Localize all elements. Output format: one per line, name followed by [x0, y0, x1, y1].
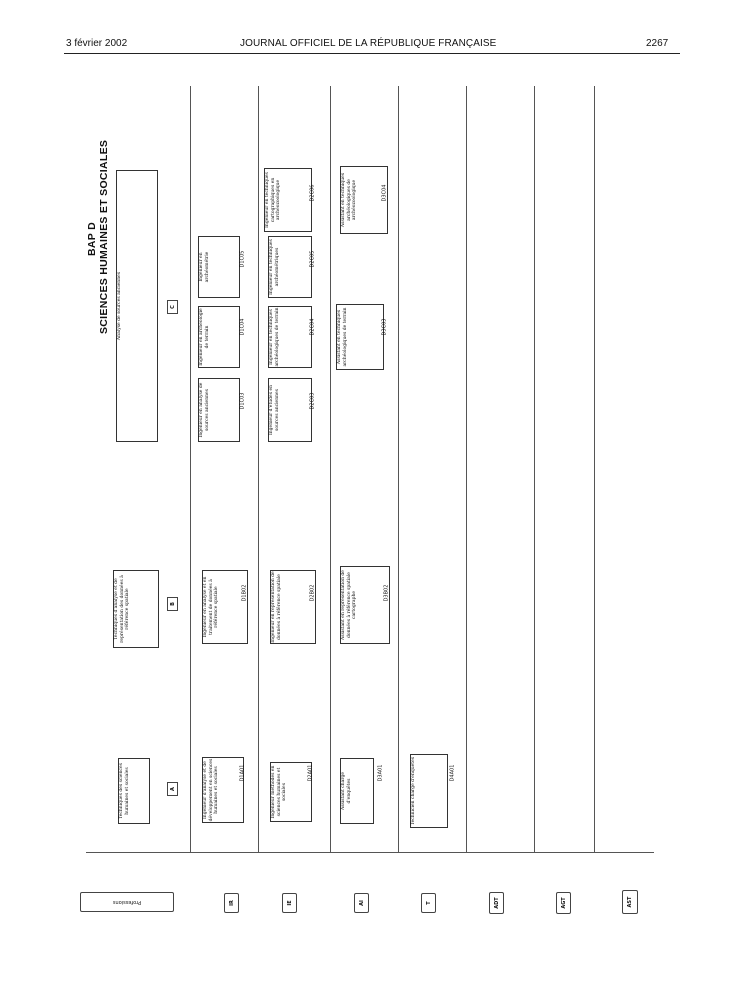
- job-box: Assistant en représentation de données à…: [340, 566, 390, 644]
- job-code: D4A01: [449, 764, 456, 782]
- bap-title-line2: SCIENCES HUMAINES ET SOCIALES: [98, 139, 110, 334]
- grid-line: [258, 86, 259, 852]
- corps-label-ie: IE: [286, 900, 293, 906]
- grid-line: [398, 86, 399, 852]
- family-label-a: Techniques des sciences humaines et soci…: [119, 763, 130, 819]
- corps-box-ie: IE: [282, 893, 297, 913]
- family-letter-box-c: C: [167, 300, 178, 314]
- job-box: Ingénieur méthodes en sciences humaines …: [270, 762, 312, 822]
- job-label: Ingénieur en techniques archéométriques: [269, 239, 280, 295]
- corps-box-agt: AGT: [556, 892, 571, 914]
- corps-label-agt: AGT: [560, 897, 567, 909]
- family-letter-a: A: [169, 787, 176, 791]
- grid-line: [594, 86, 595, 852]
- header-date: 3 février 2002: [66, 38, 128, 49]
- header-page-number: 2267: [646, 38, 669, 49]
- job-code: D1C04: [239, 318, 246, 336]
- job-code: D2B02: [309, 584, 316, 602]
- bap-title: BAP D SCIENCES HUMAINES ET SOCIALES: [86, 139, 114, 334]
- family-box-b: Techniques d'analyse et de représentatio…: [113, 570, 159, 648]
- header-journal-title: JOURNAL OFFICIEL DE LA RÉPUBLIQUE FRANÇA…: [240, 38, 497, 49]
- job-box: Ingénieur en analyse et en traitement de…: [202, 570, 248, 644]
- corps-box-ast: AST: [622, 890, 638, 914]
- job-label: Ingénieur en analyse et en traitement de…: [203, 576, 220, 638]
- job-label: Assistant en techniques archéologiques d…: [341, 172, 358, 228]
- job-box: Ingénieur en analyse de sources ancienne…: [198, 378, 240, 442]
- grid-baseline: [86, 852, 654, 853]
- job-box: Ingénieur en techniques archéologiques d…: [268, 306, 312, 368]
- corps-box-ir: IR: [224, 893, 239, 913]
- job-code: D2C06: [309, 184, 316, 202]
- job-code: D1B02: [241, 584, 248, 602]
- job-code: D3A01: [377, 764, 384, 782]
- job-label: Ingénieur en archéologie de terrain: [199, 308, 210, 366]
- corps-box-ai: AI: [354, 893, 369, 913]
- corps-label-ast: AST: [627, 896, 633, 908]
- job-label: Assistant en techniques archéologiques d…: [337, 307, 348, 367]
- header-rule: [64, 53, 680, 54]
- job-box: Assistant en techniques archéologiques d…: [340, 166, 388, 234]
- family-label-c: Analyse de sources anciennes: [117, 271, 122, 341]
- job-box: Ingénieur en techniques archéométriques: [268, 236, 312, 298]
- grid-line: [190, 86, 191, 852]
- family-label-b: Techniques d'analyse et de représentatio…: [114, 575, 131, 643]
- job-label: Assistant en représentation de données à…: [341, 570, 358, 640]
- family-letter-c: C: [169, 305, 176, 309]
- job-code: D1C05: [239, 250, 246, 268]
- grid-line: [466, 86, 467, 852]
- job-code: D3C04: [381, 184, 388, 202]
- bap-title-line1: BAP D: [86, 222, 98, 256]
- job-label: Ingénieur en analyse de sources ancienne…: [199, 382, 210, 438]
- job-code: D3C03: [381, 318, 388, 336]
- corps-label-adt: ADT: [493, 897, 500, 909]
- family-letter-b: B: [169, 602, 176, 606]
- job-code: D3B02: [383, 584, 390, 602]
- family-letter-box-a: A: [167, 782, 178, 796]
- job-label: Ingénieur en techniques archéologiques d…: [269, 307, 280, 367]
- corps-header-box: Professions: [80, 892, 174, 912]
- job-box: Ingénieur en représentation de données à…: [270, 570, 316, 644]
- corps-label-ir: IR: [228, 900, 235, 906]
- family-box-a: Techniques des sciences humaines et soci…: [118, 758, 150, 824]
- job-code: D2C05: [309, 250, 316, 268]
- job-box: Assistant en techniques archéologiques d…: [336, 304, 384, 370]
- corps-label-ai: AI: [358, 900, 365, 906]
- corps-header-label: Professions: [112, 899, 142, 905]
- job-label: Ingénieur en techniques cartographiques …: [265, 172, 282, 228]
- job-box: Ingénieur d'études en sources anciennes: [268, 378, 312, 442]
- job-label: Ingénieur d'analyse et de développement …: [203, 758, 220, 822]
- grid-line: [534, 86, 535, 852]
- corps-box-adt: ADT: [489, 892, 504, 914]
- family-letter-box-b: B: [167, 597, 178, 611]
- job-code: D2A01: [307, 764, 314, 782]
- job-box: Ingénieur en archéométrie: [198, 236, 240, 298]
- job-label: Ingénieur en représentation de données à…: [271, 571, 282, 643]
- grid-line: [330, 86, 331, 852]
- family-box-c: Analyse de sources anciennes: [116, 170, 158, 442]
- job-code: D1C03: [239, 392, 246, 410]
- job-label: Ingénieur en archéométrie: [199, 251, 210, 283]
- job-label: Technicien chargé d'enquêtes: [411, 756, 416, 826]
- job-code: D1A01: [239, 764, 246, 782]
- job-label: Assistant chargé d'enquêtes: [341, 771, 352, 811]
- job-code: D2C03: [309, 392, 316, 410]
- job-box: Assistant chargé d'enquêtes: [340, 758, 374, 824]
- job-code: D2C04: [309, 318, 316, 336]
- job-box: Ingénieur d'analyse et de développement …: [202, 757, 244, 823]
- job-label: Ingénieur méthodes en sciences humaines …: [271, 765, 288, 819]
- job-label: Ingénieur d'études en sources anciennes: [269, 384, 280, 436]
- job-box: Ingénieur en techniques cartographiques …: [264, 168, 312, 232]
- corps-box-t: T: [421, 893, 436, 913]
- job-box: Technicien chargé d'enquêtes: [410, 754, 448, 828]
- corps-label-t: T: [425, 901, 432, 905]
- job-box: Ingénieur en archéologie de terrain: [198, 306, 240, 368]
